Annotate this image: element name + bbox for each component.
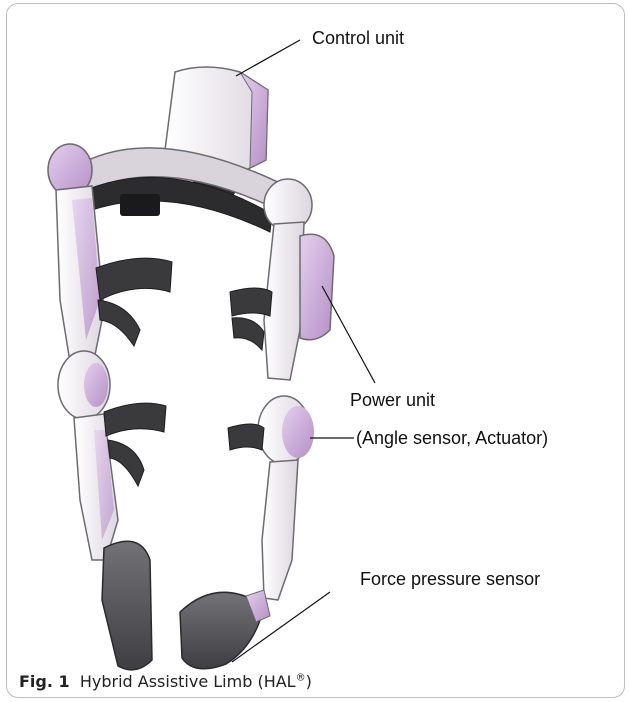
left-leg-frame xyxy=(56,186,118,560)
figure-number: Fig. 1 xyxy=(19,672,70,691)
shoes xyxy=(102,541,270,670)
right-leg-frame xyxy=(258,222,334,600)
registered-mark: ® xyxy=(296,673,306,684)
caption-close: ) xyxy=(306,672,312,691)
control-unit-label: Control unit xyxy=(312,28,404,48)
power-unit-leader xyxy=(322,286,375,383)
power-unit-detail-label: (Angle sensor, Actuator) xyxy=(356,428,548,448)
control-unit-leader xyxy=(236,40,300,76)
force-sensor-label: Force pressure sensor xyxy=(360,569,540,589)
power-unit-label: Power unit xyxy=(350,390,435,410)
figure-caption: Fig. 1 Hybrid Assistive Limb (HAL®) xyxy=(19,672,312,691)
caption-text: Hybrid Assistive Limb (HAL xyxy=(80,672,296,691)
